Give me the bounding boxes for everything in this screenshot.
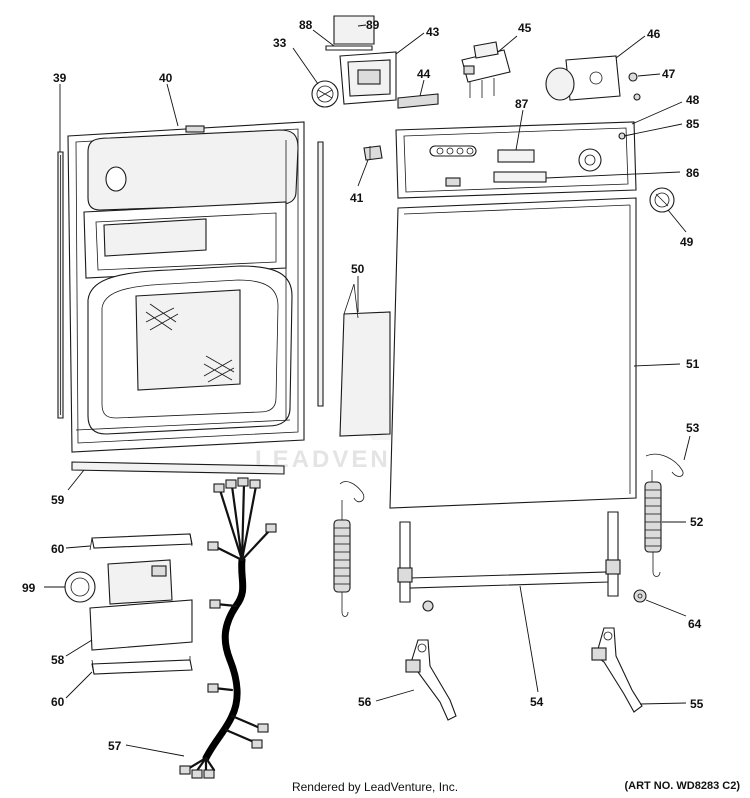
callout-58: 58 bbox=[51, 653, 65, 667]
callout-51: 51 bbox=[686, 357, 700, 371]
callout-46: 46 bbox=[647, 27, 661, 41]
part-50-insulation bbox=[339, 283, 391, 437]
part-49-knob bbox=[649, 187, 675, 213]
callout-59: 59 bbox=[51, 493, 65, 507]
callout-40: 40 bbox=[159, 71, 173, 85]
part-52-door-spring-right bbox=[644, 470, 662, 577]
callout-57: 57 bbox=[108, 739, 122, 753]
callout-64: 64 bbox=[688, 617, 702, 631]
part-54-hinge-bar bbox=[397, 511, 621, 603]
part-39-side-strip bbox=[57, 151, 64, 419]
callout-87: 87 bbox=[515, 97, 529, 111]
callout-85: 85 bbox=[686, 117, 700, 131]
callout-54: 54 bbox=[530, 695, 544, 709]
callout-43: 43 bbox=[426, 25, 440, 39]
part-58-control-module bbox=[89, 559, 193, 651]
callout-89: 89 bbox=[366, 18, 380, 32]
part-47-nut bbox=[628, 72, 641, 101]
callout-33: 33 bbox=[273, 36, 287, 50]
right-side-strip bbox=[317, 141, 324, 407]
part-55-hinge-right bbox=[591, 627, 643, 713]
callout-labels: 39 40 88 89 33 43 44 45 46 47 48 85 87 8… bbox=[22, 18, 704, 753]
part-44-block bbox=[397, 93, 439, 109]
part-57-wire-harness bbox=[179, 477, 277, 779]
callout-49: 49 bbox=[680, 235, 694, 249]
part-53-hook bbox=[339, 453, 684, 503]
callout-41: 41 bbox=[350, 191, 364, 205]
callout-56: 56 bbox=[358, 695, 372, 709]
callout-47: 47 bbox=[662, 67, 676, 81]
part-41-switch bbox=[363, 145, 383, 161]
part-40-inner-door-panel bbox=[67, 121, 305, 453]
part-51-outer-door-panel bbox=[389, 197, 637, 509]
callout-60-upper: 60 bbox=[51, 542, 65, 556]
part-52-door-spring-left bbox=[333, 500, 351, 617]
leader-lines bbox=[44, 24, 691, 757]
part-88-89-cover bbox=[325, 15, 375, 51]
part-48-control-panel bbox=[395, 121, 637, 199]
callout-50: 50 bbox=[351, 262, 365, 276]
part-59-bottom-seal-strip bbox=[71, 461, 285, 475]
callout-53: 53 bbox=[686, 421, 700, 435]
part-99-cap bbox=[64, 571, 96, 603]
callout-48: 48 bbox=[686, 93, 700, 107]
callout-88: 88 bbox=[299, 18, 313, 32]
part-60-bracket-upper bbox=[89, 533, 193, 551]
rendered-by-credit: Rendered by LeadVenture, Inc. bbox=[291, 780, 459, 794]
art-number: (ART NO. WD8283 C2) bbox=[624, 780, 740, 792]
part-46-timer-motor bbox=[545, 55, 621, 101]
part-64-gear bbox=[422, 589, 647, 612]
callout-39: 39 bbox=[53, 71, 67, 85]
part-45-door-latch bbox=[461, 41, 511, 98]
part-60-bracket-lower bbox=[91, 656, 193, 675]
callout-52: 52 bbox=[690, 515, 704, 529]
callout-60-lower: 60 bbox=[51, 695, 65, 709]
part-56-hinge-left bbox=[405, 639, 457, 721]
callout-55: 55 bbox=[690, 697, 704, 711]
callout-44: 44 bbox=[417, 67, 431, 81]
part-43-dispenser-housing bbox=[339, 51, 397, 105]
part-33-rinse-aid-cap bbox=[311, 80, 339, 108]
callout-86: 86 bbox=[686, 166, 700, 180]
callout-99: 99 bbox=[22, 581, 36, 595]
callout-45: 45 bbox=[518, 21, 532, 35]
